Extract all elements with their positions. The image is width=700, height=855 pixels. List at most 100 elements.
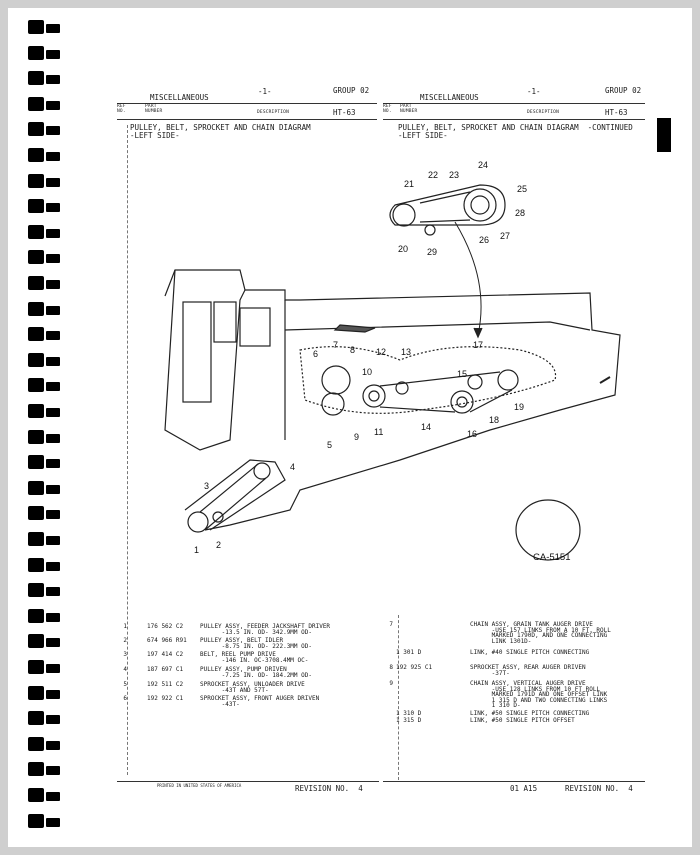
part-description: PULLEY ASSY, FEEDER JACKSHAFT DRIVER -13…	[200, 623, 331, 636]
callout-7: 7	[333, 340, 338, 350]
right-page-number: -1-	[527, 87, 541, 96]
part-description: BELT, REEL PUMP DRIVE -146 IN. OC-3708.4…	[200, 651, 309, 664]
callout-1: 1	[194, 545, 199, 555]
binding-ring	[24, 429, 60, 444]
part-description: LINK, #40 SINGLE PITCH CONNECTING	[470, 649, 590, 656]
part-number: 192 925 C1	[396, 664, 433, 671]
part-ref: 7	[389, 621, 393, 628]
left-col-part: PART NUMBER	[145, 104, 163, 114]
binding-ring	[24, 199, 60, 214]
binding-ring	[24, 96, 60, 111]
ring-loop	[28, 301, 44, 316]
ring-loop	[46, 689, 60, 699]
right-col-desc: DESCRIPTION	[527, 110, 560, 115]
left-col-desc: DESCRIPTION	[257, 110, 290, 115]
part-number: 674 966 R91	[147, 637, 187, 644]
part-description: SPROCKET ASSY, REAR AUGER DRIVEN -37T-	[470, 664, 586, 677]
binding-ring	[24, 711, 60, 726]
ring-loop	[28, 634, 44, 649]
callout-25: 25	[517, 184, 527, 194]
callout-4: 4	[290, 462, 295, 472]
binding-ring	[24, 122, 60, 137]
callout-3: 3	[204, 481, 209, 491]
binding-ring	[24, 71, 60, 86]
ring-loop	[46, 638, 60, 648]
ring-loop	[28, 557, 44, 572]
ring-loop	[46, 305, 60, 315]
ring-loop	[28, 660, 44, 674]
ring-loop	[46, 75, 60, 85]
ring-loop	[46, 612, 60, 622]
upper-drive-detail	[389, 184, 506, 339]
callout-17: 17	[473, 340, 483, 350]
ring-loop	[46, 382, 60, 392]
ring-loop	[28, 788, 44, 802]
ring-loop	[46, 177, 60, 187]
ring-loop	[28, 532, 44, 546]
ring-loop	[28, 250, 44, 265]
ring-loop	[28, 96, 44, 111]
ring-loop	[28, 583, 44, 598]
callout-26: 26	[479, 235, 489, 245]
callout-27: 27	[500, 231, 510, 241]
margin-rule	[127, 125, 128, 775]
divider	[383, 119, 645, 120]
ring-loop	[46, 152, 60, 161]
ring-loop	[28, 813, 44, 828]
ring-loop	[28, 378, 44, 393]
divider	[117, 103, 377, 104]
ring-loop	[46, 587, 60, 597]
ring-loop	[46, 100, 60, 110]
left-page-number: -1-	[258, 87, 272, 96]
binding-ring	[24, 480, 60, 495]
ring-loop	[28, 455, 44, 470]
callout-21: 21	[404, 179, 414, 189]
ring-loop	[28, 199, 44, 214]
callout-8: 8	[350, 345, 355, 355]
binding-ring	[24, 301, 60, 316]
part-ref: 5	[123, 681, 127, 688]
binding-ring	[24, 762, 60, 777]
part-description: CHAIN ASSY, VERTICAL AUGER DRIVE -USE 12…	[470, 680, 608, 709]
right-code: HT-63	[605, 108, 628, 117]
ring-loop	[28, 20, 44, 34]
binding-ring	[24, 634, 60, 649]
part-description: LINK, #50 SINGLE PITCH OFFSET	[470, 717, 575, 724]
ring-loop	[28, 173, 44, 188]
ring-loop	[46, 510, 60, 520]
left-section-title: MISCELLANEOUS	[150, 93, 209, 102]
divider	[383, 781, 645, 782]
callout-2: 2	[216, 540, 221, 550]
ring-loop	[46, 664, 60, 673]
ring-loop	[28, 429, 44, 444]
part-description: PULLEY ASSY, PUMP DRIVEN -7.25 IN. OD- 1…	[200, 666, 312, 679]
ring-loop	[46, 126, 60, 136]
part-number: 197 414 C2	[147, 651, 184, 658]
callout-12: 12	[376, 347, 386, 357]
callout-6: 6	[313, 349, 318, 359]
ring-loop	[28, 685, 44, 700]
ring-loop	[46, 280, 60, 289]
part-number: 1 315 D	[396, 717, 422, 724]
callout-19: 19	[514, 402, 524, 412]
ring-loop	[28, 71, 44, 86]
left-col-ref: REF NO.	[117, 104, 126, 114]
binding-ring	[24, 327, 60, 342]
callout-29: 29	[427, 247, 437, 257]
part-number: 187 697 C1	[147, 666, 184, 673]
binding-ring	[24, 583, 60, 598]
ring-loop	[46, 356, 60, 366]
binding-ring	[24, 20, 60, 34]
part-description: LINK, #50 SINGLE PITCH CONNECTING	[470, 710, 590, 717]
right-figure-title: PULLEY, BELT, SPROCKET AND CHAIN DIAGRAM…	[398, 123, 633, 140]
ring-loop	[28, 148, 44, 162]
callout-16: 16	[467, 429, 477, 439]
binding-ring	[24, 455, 60, 470]
callout-18: 18	[489, 415, 499, 425]
printed-notice: PRINTED IN UNITED STATES OF AMERICA	[157, 783, 242, 788]
callout-10: 10	[362, 367, 372, 377]
manual-page	[8, 8, 692, 847]
ring-loop	[28, 506, 44, 521]
binding-ring	[24, 404, 60, 418]
ring-loop	[28, 762, 44, 777]
